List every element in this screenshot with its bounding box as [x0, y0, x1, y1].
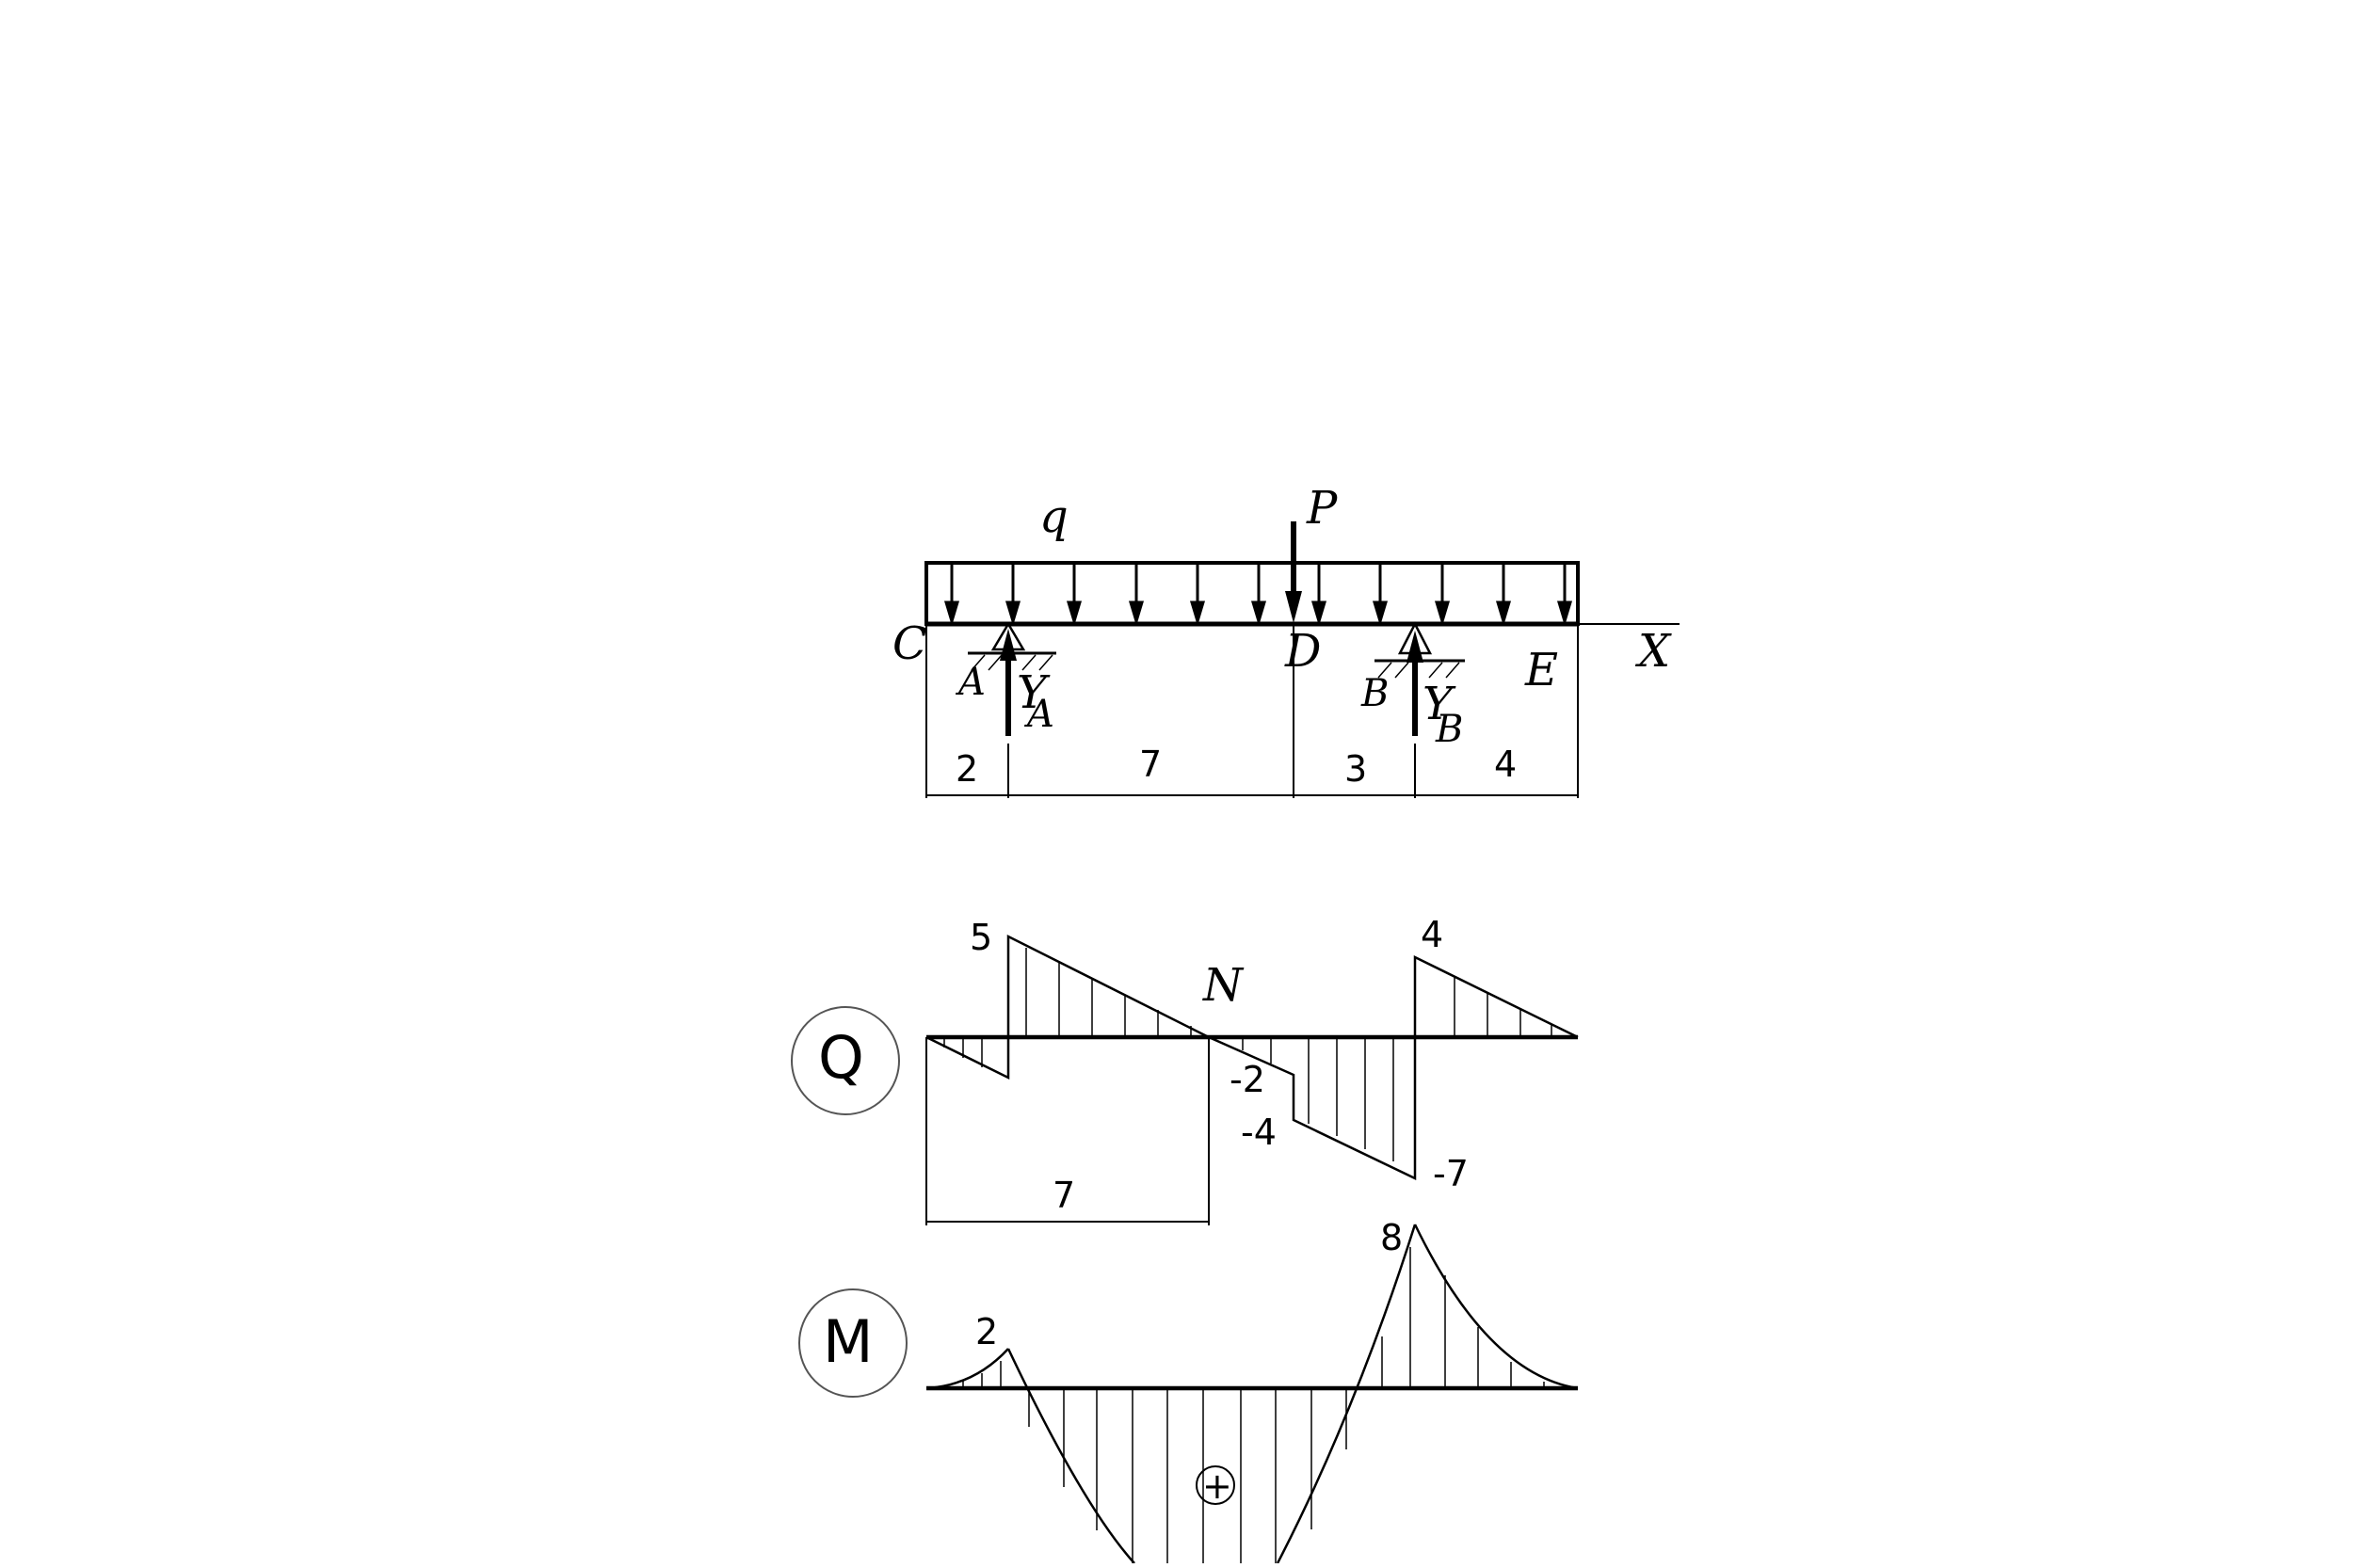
span-label-2: 7	[1139, 744, 1162, 785]
load-arrows	[943, 565, 1573, 627]
shear-label-circle	[791, 1006, 900, 1115]
moment-sign-label: +	[1202, 1465, 1232, 1507]
span-dimensions	[925, 624, 1579, 798]
moment-curve-left	[925, 1348, 1009, 1390]
beam-scheme	[924, 521, 1680, 798]
reaction-ya-subscript: A	[1023, 693, 1054, 736]
shear-diagram	[791, 934, 1579, 1225]
shear-value-minus-2: -2	[1230, 1059, 1265, 1100]
shear-point-n-label: N	[1202, 959, 1245, 1012]
reaction-yb-arrow	[1407, 631, 1423, 736]
distributed-load-box	[924, 561, 1580, 626]
shear-value-minus-7: -7	[1433, 1153, 1469, 1194]
shear-value-4: 4	[1421, 914, 1443, 955]
point-a-label: A	[955, 661, 986, 704]
reaction-ya-arrow	[1000, 629, 1017, 736]
moment-diagram	[798, 1224, 1579, 1564]
moment-hatching	[962, 1247, 1545, 1563]
moment-curve-middle	[1006, 1224, 1417, 1564]
force-p-label: P	[1306, 482, 1338, 535]
span-label-4: 4	[1494, 744, 1517, 785]
point-b-label: B	[1360, 672, 1389, 715]
point-d-label: D	[1284, 625, 1321, 678]
shear-label: Q	[818, 1023, 864, 1092]
shear-dimension	[925, 1037, 1210, 1225]
span-label-1: 2	[956, 748, 978, 790]
shear-value-minus-4: -4	[1241, 1112, 1277, 1153]
reaction-yb-subscript: B	[1435, 708, 1463, 751]
moment-label: M	[823, 1307, 874, 1376]
shear-outline	[925, 934, 1579, 1180]
shear-value-5: 5	[970, 917, 992, 958]
point-e-label: E	[1524, 644, 1558, 696]
shear-dimension-label: 7	[1053, 1175, 1075, 1216]
load-q-label: q	[1039, 490, 1069, 543]
moment-value-8: 8	[1380, 1217, 1403, 1258]
point-c-label: C	[892, 617, 927, 670]
axis-x-label: X	[1634, 625, 1672, 678]
moment-value-2: 2	[975, 1311, 998, 1352]
reaction-yb-label: Y	[1423, 678, 1456, 730]
moment-sign-circle	[1196, 1465, 1235, 1505]
reaction-ya-label: Y	[1017, 666, 1051, 719]
moment-curve-right	[1413, 1224, 1579, 1390]
moment-label-circle	[798, 1288, 908, 1398]
span-label-3: 3	[1344, 748, 1367, 790]
force-p-arrow	[1285, 521, 1302, 623]
